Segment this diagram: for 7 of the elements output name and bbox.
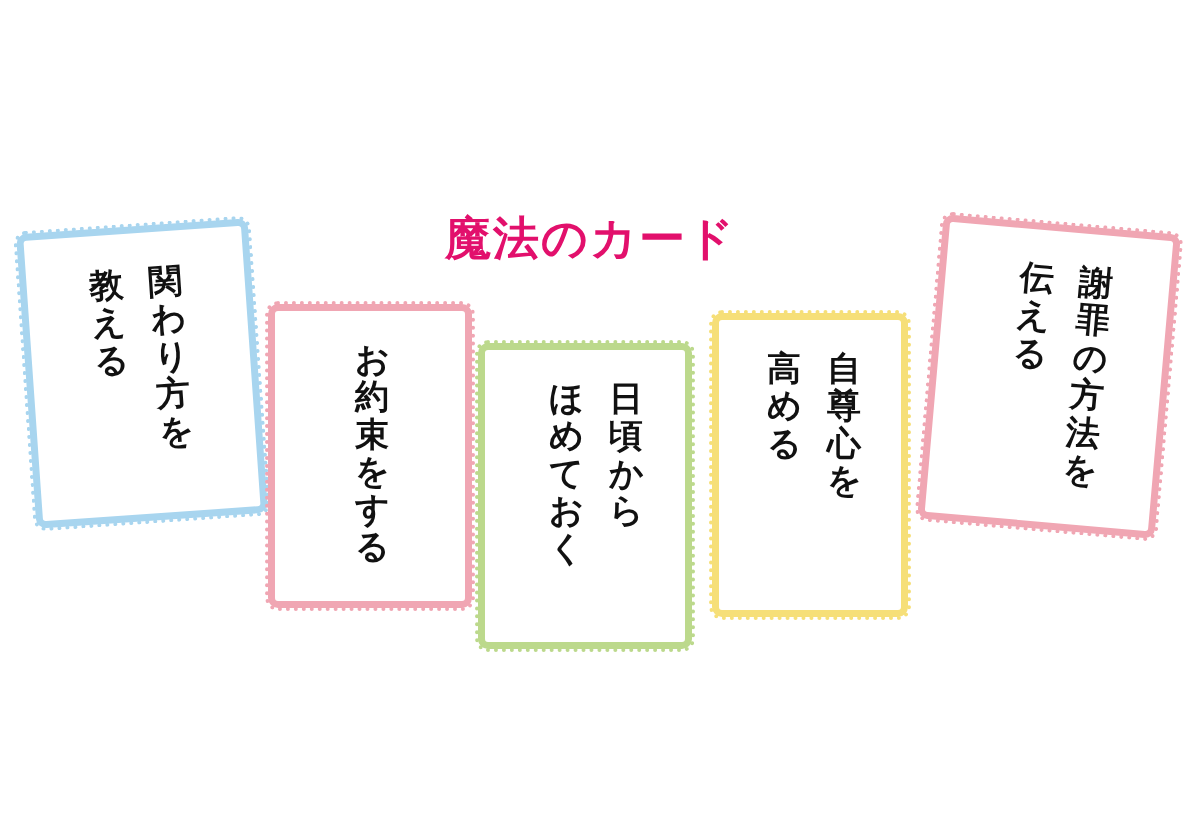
vertical-text: 自尊心を高める xyxy=(767,350,861,500)
vertical-text: お約束をする xyxy=(355,341,389,566)
vertical-text: 日頃からほめておく xyxy=(549,380,643,567)
card xyxy=(712,313,908,617)
card xyxy=(478,343,692,649)
title: 魔法のカード xyxy=(443,210,737,267)
card xyxy=(268,304,472,608)
